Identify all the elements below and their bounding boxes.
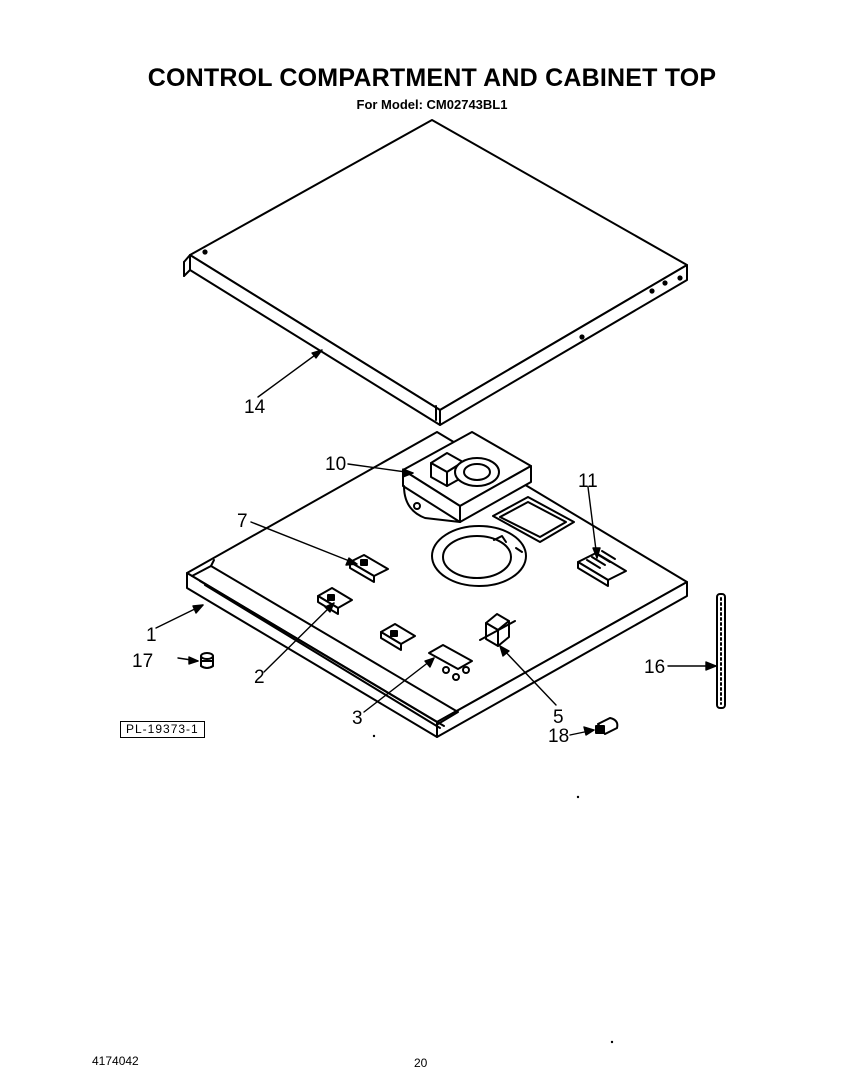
part-cabinet-top bbox=[183, 119, 688, 426]
part-bumper-17 bbox=[200, 652, 214, 669]
callout-18: 18 bbox=[548, 726, 569, 747]
callout-3: 3 bbox=[352, 708, 363, 729]
part-clip-18 bbox=[595, 717, 619, 735]
reference-code-box: PL-19373-1 bbox=[120, 721, 205, 738]
callout-16: 16 bbox=[644, 657, 665, 678]
callout-labels: 14 10 11 7 1 17 2 3 5 16 18 bbox=[132, 397, 665, 747]
stray-marks bbox=[372, 734, 614, 1044]
callout-7: 7 bbox=[237, 511, 248, 532]
part-terminal-strip bbox=[577, 550, 627, 587]
part-plate-3 bbox=[428, 644, 473, 681]
leader-lines bbox=[155, 349, 717, 736]
callout-2: 2 bbox=[254, 667, 265, 688]
part-vent-opening bbox=[492, 496, 575, 543]
part-wire-harness bbox=[716, 593, 726, 709]
page-title: CONTROL COMPARTMENT AND CABINET TOP bbox=[147, 64, 717, 92]
callout-5: 5 bbox=[553, 707, 564, 728]
page-number: 20 bbox=[414, 1056, 428, 1070]
callout-1: 1 bbox=[146, 625, 157, 646]
part-switch-7 bbox=[349, 554, 389, 583]
part-stirrer-opening bbox=[431, 525, 527, 587]
callout-10: 10 bbox=[325, 454, 346, 475]
part-motor-housing bbox=[402, 431, 532, 523]
callout-11: 11 bbox=[578, 471, 598, 492]
part-switch-center bbox=[380, 623, 416, 651]
part-bracket-5 bbox=[479, 613, 516, 647]
model-subtitle: For Model: CM02743BL1 bbox=[356, 97, 508, 112]
callout-17: 17 bbox=[132, 651, 153, 672]
document-number: 4174042 bbox=[92, 1054, 139, 1068]
callout-14: 14 bbox=[244, 397, 266, 418]
part-control-panel-base bbox=[186, 431, 688, 738]
